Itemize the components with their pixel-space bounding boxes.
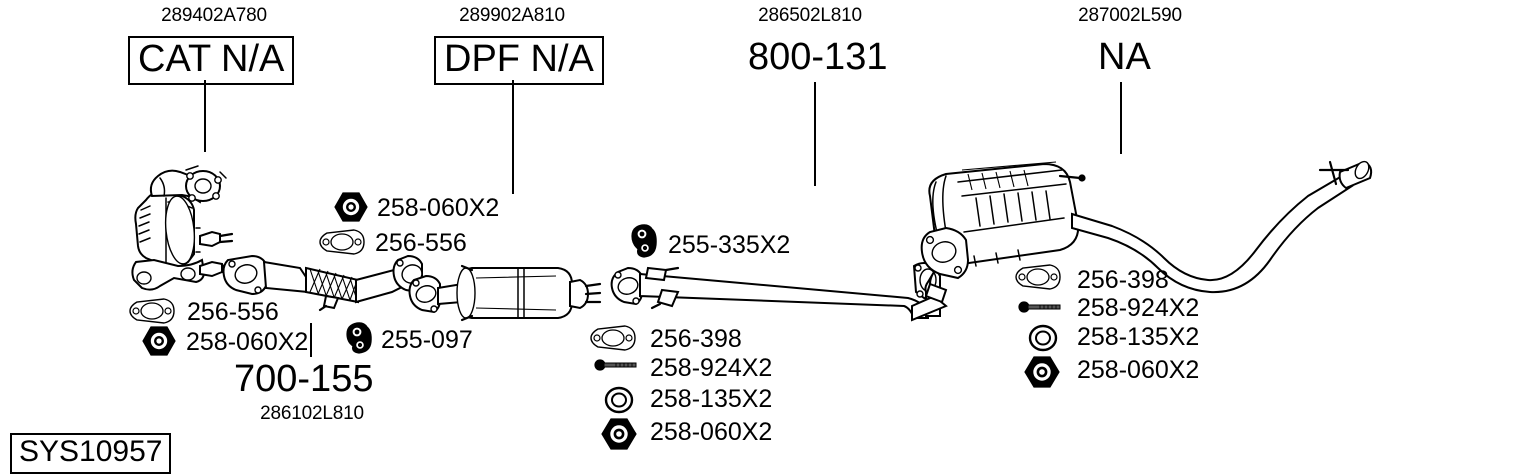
bolt-icon [1018,301,1061,313]
group-label-cat: CAT N/A [128,36,295,85]
flange-gasket-icon [1015,264,1061,290]
part-label-cat-gasket: 256-556 [375,229,467,257]
leader-line-silencer [1120,82,1122,154]
bolt-icon [594,359,637,371]
leader-line-cat [204,80,206,152]
system-code-box: SYS10957 [10,433,172,474]
part-label-rear-washer: 258-135X2 [1077,323,1200,351]
flange-gasket-icon [129,298,175,324]
part-label-front-pipe: 700-155 [234,358,374,400]
part-label-rear-gasket: 256-398 [1077,266,1169,294]
rear-silencer-graphic [911,160,1373,322]
dpf-graphic [408,264,602,322]
rubber-hanger-icon [346,322,372,354]
part-label-mid-washer: 258-135X2 [650,385,773,413]
group-oem-code: 289902A810 [459,5,565,26]
centre-pipe-graphic [610,262,941,319]
nut-icon [1024,356,1060,388]
part-label-hanger-255-335: 255-335X2 [668,231,791,259]
nut-icon [601,418,637,450]
part-label-front-gasket: 256-556 [187,298,279,326]
part-label-mid-bolt: 258-924X2 [650,354,773,382]
catalytic-converter-graphic [131,165,236,291]
part-label-hanger-255-097: 255-097 [381,326,473,354]
nut-icon [142,326,176,356]
part-label-rear-nut: 258-060X2 [1077,356,1200,384]
group-label-silencer: NA [1098,36,1151,78]
front-pipe-oem-code: 286102L810 [260,403,364,424]
part-label-mid-gasket: 256-398 [650,325,742,353]
part-label-front-nut: 258-060X2 [186,328,309,356]
washer-icon [604,386,634,414]
rubber-hanger-icon [631,224,657,258]
group-oem-code: 286502L810 [758,5,862,26]
flange-gasket-icon [319,229,365,255]
leader-line-front-pipe [310,323,312,357]
part-label-rear-bolt: 258-924X2 [1077,294,1200,322]
front-flex-pipe-graphic [222,254,423,312]
leader-line-centre-pipe [814,82,816,186]
flange-gasket-icon [590,325,636,351]
part-label-cat-nut: 258-060X2 [377,194,500,222]
part-label-mid-nut: 258-060X2 [650,418,773,446]
group-oem-code: 289402A780 [161,5,267,26]
group-label-centre-pipe: 800-131 [748,36,888,78]
group-oem-code: 287002L590 [1078,5,1182,26]
group-label-dpf: DPF N/A [434,36,604,85]
leader-line-dpf [512,80,514,194]
washer-icon [1028,324,1058,352]
nut-icon [334,192,368,222]
